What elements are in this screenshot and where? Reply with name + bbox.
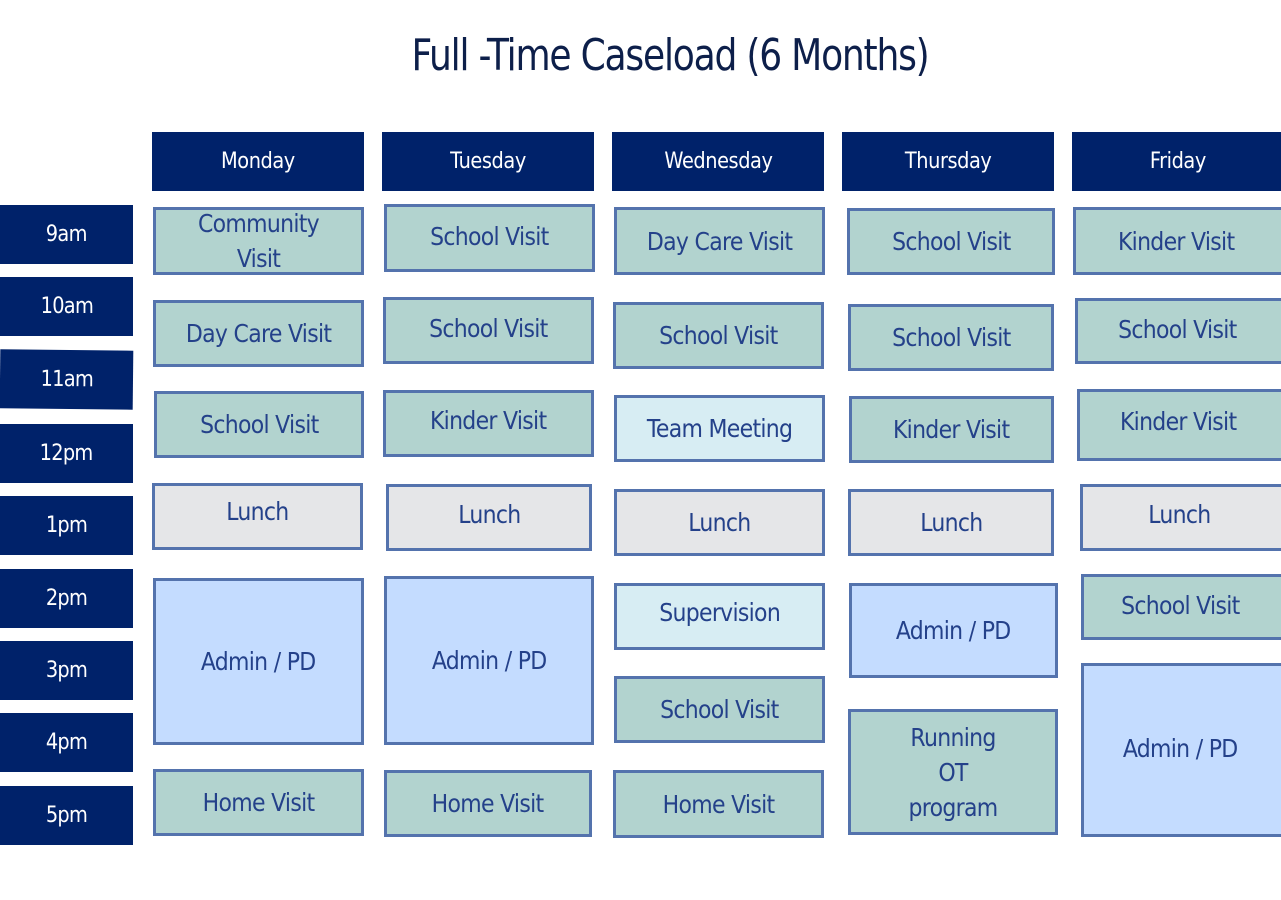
monday-admin-pd: Admin / PD [153, 578, 364, 745]
cell-label: School Visit [430, 221, 549, 251]
monday-community-visit: Community Visit [153, 207, 364, 275]
cell-label: Admin / PD [201, 647, 316, 676]
cell-label: Day Care Visit [646, 226, 793, 256]
friday-kinder-visit-2: Kinder Visit [1077, 389, 1281, 461]
cell-label: Admin / PD [431, 646, 547, 675]
time-label-5pm: 5pm [0, 786, 133, 845]
wednesday-day-care-visit: Day Care Visit [614, 207, 825, 275]
wednesday-team-meeting: Team Meeting [614, 395, 825, 462]
wednesday-school-visit-1: School Visit [613, 302, 824, 369]
monday-lunch: Lunch [152, 483, 363, 550]
time-text: 5pm [45, 803, 88, 828]
thursday-running-ot-program: Running OT program [848, 709, 1058, 835]
monday-school-visit: School Visit [154, 391, 364, 458]
time-text: 4pm [45, 730, 88, 755]
cell-label: Lunch [1148, 500, 1211, 529]
time-label-4pm: 4pm [0, 713, 133, 772]
cell-label: Admin / PD [1122, 733, 1238, 763]
cell-label: Lunch [919, 508, 983, 537]
friday-school-visit-1: School Visit [1075, 298, 1281, 364]
tuesday-admin-pd: Admin / PD [384, 576, 594, 745]
wednesday-lunch: Lunch [614, 489, 825, 556]
day-header-monday: Monday [152, 132, 364, 191]
friday-admin-pd: Admin / PD [1081, 663, 1281, 837]
cell-label: School Visit [891, 227, 1011, 256]
time-text: 2pm [45, 586, 88, 611]
cell-label: Day Care Visit [185, 319, 332, 348]
time-text: 12pm [40, 441, 94, 466]
day-label: Tuesday [450, 149, 526, 174]
time-label-2pm: 2pm [0, 569, 133, 628]
day-label: Thursday [904, 149, 992, 174]
cell-label: Kinder Visit [430, 406, 547, 435]
time-text: 1pm [45, 513, 88, 538]
time-text: 10am [40, 294, 93, 319]
page-title: Full -Time Caseload (6 Months) [411, 30, 929, 81]
cell-label: Home Visit [432, 789, 545, 818]
cell-label: Kinder Visit [1119, 406, 1237, 436]
day-label: Friday [1149, 149, 1207, 174]
tuesday-lunch: Lunch [386, 484, 592, 551]
cell-label: Kinder Visit [893, 415, 1010, 444]
tuesday-kinder-visit: Kinder Visit [383, 390, 594, 457]
friday-lunch: Lunch [1080, 484, 1281, 551]
thursday-admin-pd: Admin / PD [849, 583, 1058, 678]
time-label-12pm: 12pm [0, 424, 133, 483]
cell-label: School Visit [199, 410, 319, 439]
day-header-wednesday: Wednesday [612, 132, 824, 191]
time-label-9am: 9am [0, 205, 133, 264]
thursday-kinder-visit: Kinder Visit [849, 396, 1054, 463]
monday-day-care-visit: Day Care Visit [153, 300, 364, 367]
day-header-friday: Friday [1072, 132, 1281, 191]
wednesday-school-visit-2: School Visit [614, 676, 825, 743]
time-label-3pm: 3pm [0, 641, 133, 700]
day-header-thursday: Thursday [842, 132, 1054, 191]
time-text: 9am [46, 222, 88, 247]
friday-kinder-visit-1: Kinder Visit [1073, 207, 1281, 275]
day-header-tuesday: Tuesday [382, 132, 594, 191]
time-label-11am: 11am [0, 349, 134, 410]
friday-school-visit-2: School Visit [1081, 574, 1281, 640]
cell-label: Kinder Visit [1117, 226, 1235, 256]
cell-label: Supervision [659, 598, 781, 627]
cell-label: Lunch [226, 497, 289, 526]
cell-label: Home Visit [662, 789, 776, 819]
time-label-1pm: 1pm [0, 496, 133, 555]
thursday-school-visit-2: School Visit [848, 304, 1054, 371]
tuesday-school-visit-2: School Visit [383, 297, 594, 364]
cell-label: School Visit [1117, 314, 1237, 344]
tuesday-school-visit-1: School Visit [384, 204, 595, 272]
cell-label: Lunch [457, 500, 521, 529]
thursday-school-visit-1: School Visit [847, 208, 1055, 275]
wednesday-home-visit: Home Visit [613, 770, 824, 838]
cell-label: School Visit [1120, 590, 1240, 620]
day-label: Monday [221, 149, 295, 174]
cell-label: School Visit [660, 695, 779, 724]
cell-label: Lunch [688, 508, 751, 537]
time-label-10am: 10am [0, 277, 133, 336]
wednesday-supervision: Supervision [614, 583, 825, 650]
cell-label: Team Meeting [646, 414, 793, 443]
time-text: 3pm [45, 658, 88, 683]
cell-label: School Visit [659, 321, 778, 350]
cell-label: School Visit [429, 314, 548, 343]
time-text: 11am [40, 366, 93, 393]
monday-home-visit: Home Visit [153, 769, 364, 836]
cell-label: Admin / PD [896, 616, 1011, 645]
cell-label: Home Visit [202, 788, 316, 817]
cell-label: Community Visit [198, 209, 320, 273]
cell-label: Running OT program [908, 722, 999, 822]
tuesday-home-visit: Home Visit [384, 770, 592, 837]
thursday-lunch: Lunch [848, 489, 1054, 556]
cell-label: School Visit [891, 323, 1011, 352]
day-label: Wednesday [663, 149, 773, 174]
